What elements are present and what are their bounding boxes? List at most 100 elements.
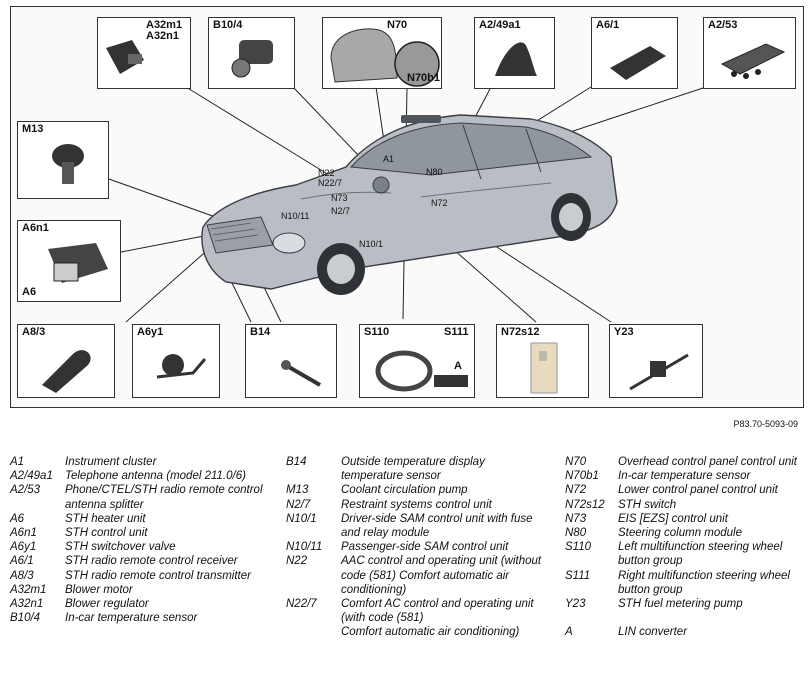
legend-description: Coolant circulation pump (341, 484, 468, 497)
legend-description: STH radio remote control transmitter (65, 569, 251, 582)
legend-row: S110 Left multifunction steering wheel bu… (565, 540, 805, 568)
legend-code: S110 (565, 541, 592, 554)
legend-code: N70 (565, 456, 587, 468)
legend-row: N73 EIS [EZS] control unit (565, 512, 805, 526)
legend-code: S111 (565, 569, 591, 582)
car-illustration (108, 86, 707, 323)
heater-unit-icon (48, 243, 108, 283)
legend-code: N80 (565, 527, 587, 540)
remote-transmitter-icon (42, 350, 91, 393)
legend-description: LIN converter (618, 626, 688, 639)
callout-n10-11: N10/11 (281, 211, 310, 221)
legend-code: N22 (286, 555, 308, 568)
legend-description: Comfort automatic air conditioning) (341, 626, 520, 639)
legend-row: N10/11 Passenger-side SAM control unit (286, 540, 548, 554)
component-box-n70: N70 N70b1 (322, 17, 442, 89)
legend-description: Instrument cluster (65, 456, 157, 468)
legend-description: STH control unit (65, 527, 148, 540)
legend-description: EIS [EZS] control unit (618, 512, 728, 525)
legend-row: B14 Outside temperature display temperatu… (286, 455, 548, 483)
legend-row: N2/7 Restraint systems control unit (286, 498, 548, 512)
legend-description: STH radio remote control receiver (65, 555, 238, 568)
legend-row: A6/1 STH radio remote control receiver (10, 554, 272, 568)
legend-code: A1 (10, 456, 25, 468)
callout-n10-1: N10/1 (359, 239, 384, 249)
legend-row: N70 Overhead control panel control unit (565, 455, 805, 469)
sth-switch-icon (530, 342, 558, 394)
legend-description: STH fuel metering pump (618, 598, 743, 611)
component-box-y23: Y23 (609, 324, 703, 398)
component-box-a2-53: A2/53 (703, 17, 796, 89)
legend-code: Y23 (565, 598, 586, 611)
legend-code: N73 (565, 512, 587, 525)
legend-code: N10/1 (286, 512, 317, 525)
legend-code: A6n1 (10, 527, 37, 540)
legend-row: N10/1 Driver-side SAM control unit with f… (286, 512, 548, 540)
legend-description: Passenger-side SAM control unit (341, 541, 509, 554)
blower-motor-icon (106, 40, 144, 74)
legend-description: Lower control panel control unit (618, 484, 778, 497)
switchover-valve-icon (156, 354, 207, 379)
overhead-control-panel-icon (330, 28, 440, 87)
roof-antenna-icon (495, 42, 537, 76)
legend-code: N72s12 (565, 498, 605, 511)
figure-reference: P83.70-5093-09 (733, 419, 798, 429)
legend-row: Comfort automatic air conditioning) (286, 625, 548, 639)
legend-description: In-car temperature sensor (65, 612, 198, 625)
legend-code: A6y1 (10, 541, 37, 554)
legend-code (565, 611, 618, 625)
callout-n72: N72 (431, 198, 448, 208)
legend-description: STH heater unit (65, 512, 146, 525)
sedan-silhouette (201, 114, 618, 295)
component-box-a6-1: A6/1 (591, 17, 678, 89)
legend-description: Restraint systems control unit (341, 498, 492, 511)
radio-receiver-icon (610, 46, 666, 80)
legend-row: A1 Instrument cluster (10, 455, 272, 469)
legend-description: Blower regulator (65, 598, 149, 611)
legend-description: Telephone antenna (model 211.0/6) (65, 470, 246, 483)
callout-n73: N73 (331, 193, 348, 203)
circulation-pump-icon (52, 144, 84, 184)
component-box-a6n1: A6n1 A6 (17, 220, 121, 302)
legend-description: Driver-side SAM control unit with fuse a… (341, 512, 533, 540)
legend-row (565, 611, 805, 625)
component-box-a2-49a1: A2/49a1 (474, 17, 555, 89)
legend-code: N72 (565, 484, 587, 497)
callout-n80: N80 (426, 167, 443, 177)
legend-code: A32n1 (10, 598, 44, 611)
legend-code: A (565, 626, 573, 639)
steering-wheel-icon (375, 350, 468, 392)
legend-code: B14 (286, 456, 307, 468)
legend-row: A32n1 Blower regulator (10, 597, 272, 611)
legend-description: Overhead control panel control unit (618, 456, 797, 468)
component-box-n72s12: N72s12 (496, 324, 589, 398)
component-box-b10-4: B10/4 (208, 17, 295, 89)
callout-a1: A1 (383, 154, 395, 164)
legend-code: A2/49a1 (10, 470, 53, 483)
legend-row: A6n1 STH control unit (10, 526, 272, 540)
legend-code: A6/1 (10, 555, 34, 568)
legend-row: N72 Lower control panel control unit (565, 483, 805, 497)
antenna-splitter-icon (720, 43, 786, 79)
callout-n22-7: N22/7 (318, 178, 343, 188)
component-box-a32: A32m1 A32n1 (97, 17, 191, 89)
legend-description (618, 611, 805, 625)
legend-code: N2/7 (286, 498, 311, 511)
legend-code: N10/11 (286, 541, 323, 554)
outside-temp-sensor-icon (280, 360, 322, 387)
legend-description: Outside temperature display temperature … (341, 456, 485, 483)
legend-description: Left multifunction steering wheel button… (618, 541, 783, 568)
legend-row: A LIN converter (565, 625, 805, 639)
